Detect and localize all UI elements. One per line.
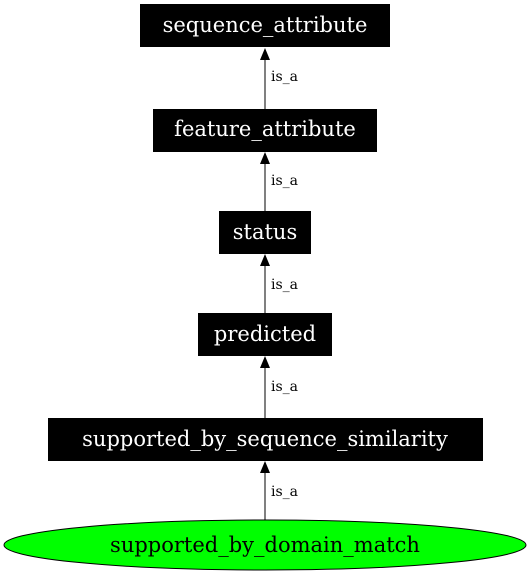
node-supported-by-domain-match: supported_by_domain_match	[3, 519, 527, 571]
edge-label: is_a	[271, 379, 298, 395]
node-label: status	[233, 220, 297, 244]
edge-predicted-to-status: is_a	[260, 254, 298, 314]
edge-label: is_a	[271, 277, 298, 293]
edge-supported-by-domain-match-to-supported-by-sequence-similarity: is_a	[260, 461, 298, 520]
edge-label: is_a	[271, 69, 298, 85]
node-feature-attribute: feature_attribute	[153, 109, 377, 152]
node-sequence-attribute: sequence_attribute	[140, 4, 390, 47]
edge-label: is_a	[271, 173, 298, 189]
node-label: feature_attribute	[174, 117, 356, 141]
edge-status-to-feature-attribute: is_a	[260, 152, 298, 211]
node-label: predicted	[214, 322, 316, 346]
node-status: status	[219, 211, 311, 254]
edge-supported-by-sequence-similarity-to-predicted: is_a	[260, 356, 298, 419]
edge-label: is_a	[271, 484, 298, 500]
node-predicted: predicted	[198, 313, 332, 356]
node-supported-by-sequence-similarity: supported_by_sequence_similarity	[48, 418, 483, 461]
node-label: supported_by_sequence_similarity	[82, 427, 448, 451]
edge-feature-attribute-to-sequence-attribute: is_a	[260, 48, 298, 110]
node-label: sequence_attribute	[163, 13, 368, 37]
node-label: supported_by_domain_match	[110, 533, 420, 557]
